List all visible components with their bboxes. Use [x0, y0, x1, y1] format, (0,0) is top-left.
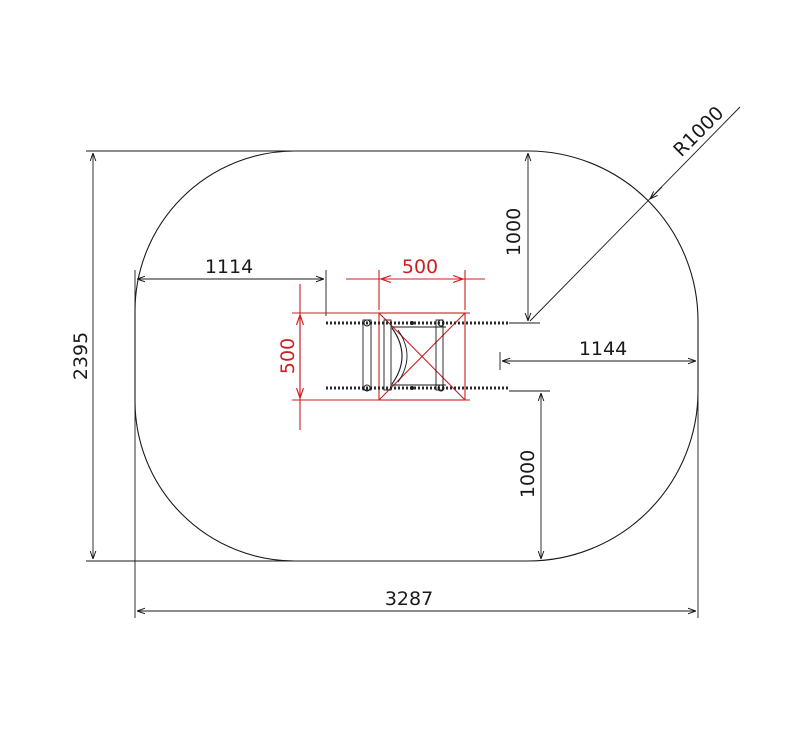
dimension-equipment-width: 500 — [346, 256, 485, 310]
safety-zone-outline — [134, 150, 699, 562]
corner-radius-label: R1000 — [669, 102, 728, 161]
dimension-overall-height: 2395 — [70, 150, 298, 562]
lower-straight-label: 1000 — [517, 450, 539, 498]
dimension-upper-straight: 1000 — [503, 153, 540, 324]
overall-height-label: 2395 — [70, 332, 92, 380]
equipment-depth-label: 500 — [277, 338, 299, 374]
seat-curve — [391, 327, 403, 385]
dimension-corner-radius: R1000 — [529, 102, 741, 322]
overall-width-label: 3287 — [385, 588, 433, 610]
dimension-left-offset: 1114 — [137, 256, 327, 316]
right-post — [383, 319, 392, 391]
left-offset-label: 1114 — [205, 256, 253, 278]
dimension-overall-width: 3287 — [134, 270, 699, 618]
left-post — [362, 319, 372, 391]
equipment-footprint — [378, 312, 466, 401]
right-offset-label: 1144 — [579, 338, 627, 360]
equipment-top-view — [326, 312, 509, 401]
equipment-width-label: 500 — [402, 256, 438, 278]
upper-straight-label: 1000 — [503, 208, 525, 256]
dimension-lower-straight: 1000 — [509, 390, 550, 559]
dimension-right-offset: 1144 — [499, 338, 696, 370]
dimension-equipment-depth: 500 — [277, 284, 470, 430]
